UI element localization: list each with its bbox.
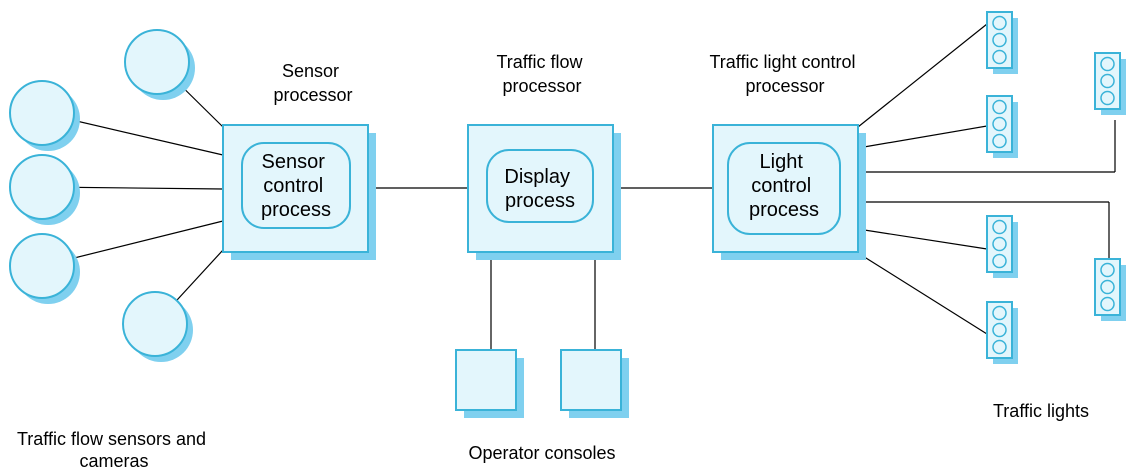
traffic-light-lamp xyxy=(1100,262,1115,278)
traffic-light-lamp xyxy=(992,305,1007,321)
svg-text:Sensor processor: Sensor processor xyxy=(273,61,352,105)
traffic-light-lamp xyxy=(992,49,1007,65)
display-process-line-1: Display xyxy=(504,166,570,188)
light-process-line-3: process xyxy=(749,199,819,221)
traffic-light-lamp xyxy=(992,133,1007,149)
svg-text:Light control proc: Light control process xyxy=(749,151,819,221)
sensor-processor-title-line-2: processor xyxy=(273,85,352,105)
traffic-light-lamp xyxy=(992,219,1007,235)
traffic-light-lamp xyxy=(992,15,1007,31)
traffic-light-lamp xyxy=(992,322,1007,338)
sensor-camera-circle xyxy=(9,80,75,146)
sensor-camera-circle xyxy=(9,154,75,220)
sensor-process-line-3: process xyxy=(261,199,331,221)
sensor-process-line-1: Sensor xyxy=(262,151,326,173)
traffic-light-lamp xyxy=(1100,296,1115,312)
display-process-line-2: process xyxy=(505,190,575,212)
traffic-light-lamp xyxy=(1100,279,1115,295)
traffic-light-link-line xyxy=(857,125,988,149)
operator-console xyxy=(560,349,622,411)
traffic-light-lamp xyxy=(992,116,1007,132)
consoles-caption: Operator consoles xyxy=(468,443,615,463)
traffic-light-control-processor-title-line-2: processor xyxy=(745,76,824,96)
traffic-light-control-processor-node: Traffic light control processor Light co… xyxy=(709,52,866,260)
light-process-line-1: Light xyxy=(760,151,804,173)
traffic-light-lamp xyxy=(992,236,1007,252)
traffic-light-lamp xyxy=(992,253,1007,269)
sensor-processor-node: Sensor processor Sensor control process xyxy=(222,61,376,260)
traffic-light-lamp xyxy=(992,32,1007,48)
svg-text:Traffic flow processor: Traffic flow processor xyxy=(496,52,587,96)
light-control-process xyxy=(727,142,841,235)
console-group xyxy=(455,349,629,418)
light-process-line-2: control xyxy=(751,175,811,197)
traffic-flow-processor-title-line-1: Traffic flow xyxy=(496,52,583,72)
svg-text:Traffic flow sensors and c: Traffic flow sensors and cameras xyxy=(17,429,211,469)
traffic-flow-processor-title-line-2: processor xyxy=(502,76,581,96)
traffic-flow-processor-node: Traffic flow processor Display process xyxy=(467,52,621,260)
svg-text:Display process: Display process xyxy=(504,166,575,212)
traffic-light-link-line xyxy=(857,252,988,335)
sensor-camera-circle xyxy=(122,291,188,357)
sensor-camera-circle xyxy=(124,29,190,95)
traffic-light-link-line xyxy=(857,228,988,250)
sensors-caption-line-2: cameras xyxy=(79,451,148,469)
sensor-process-line-2: control xyxy=(263,175,323,197)
traffic-light-lamp xyxy=(1100,73,1115,89)
traffic-lights-caption: Traffic lights xyxy=(993,401,1089,421)
svg-text:Traffic light control pr: Traffic light control processor xyxy=(709,52,860,96)
svg-text:Sensor control pro: Sensor control process xyxy=(261,151,331,221)
display-process xyxy=(486,149,594,223)
traffic-light-group xyxy=(986,11,1126,364)
sensor-control-process xyxy=(241,142,351,229)
sensor-group xyxy=(9,29,195,362)
sensor-processor-title-line-1: Sensor xyxy=(282,61,339,81)
traffic-light-link-line xyxy=(857,23,988,128)
traffic-light-lamp xyxy=(992,339,1007,355)
traffic-light-lamp xyxy=(1100,90,1115,106)
sensors-caption-line-1: Traffic flow sensors and xyxy=(17,429,206,449)
traffic-light-lamp xyxy=(1100,56,1115,72)
operator-console xyxy=(455,349,517,411)
traffic-light-lamp xyxy=(992,99,1007,115)
sensor-camera-circle xyxy=(9,233,75,299)
traffic-light-control-processor-title-line-1: Traffic light control xyxy=(709,52,855,72)
connection-lines xyxy=(41,23,1116,350)
